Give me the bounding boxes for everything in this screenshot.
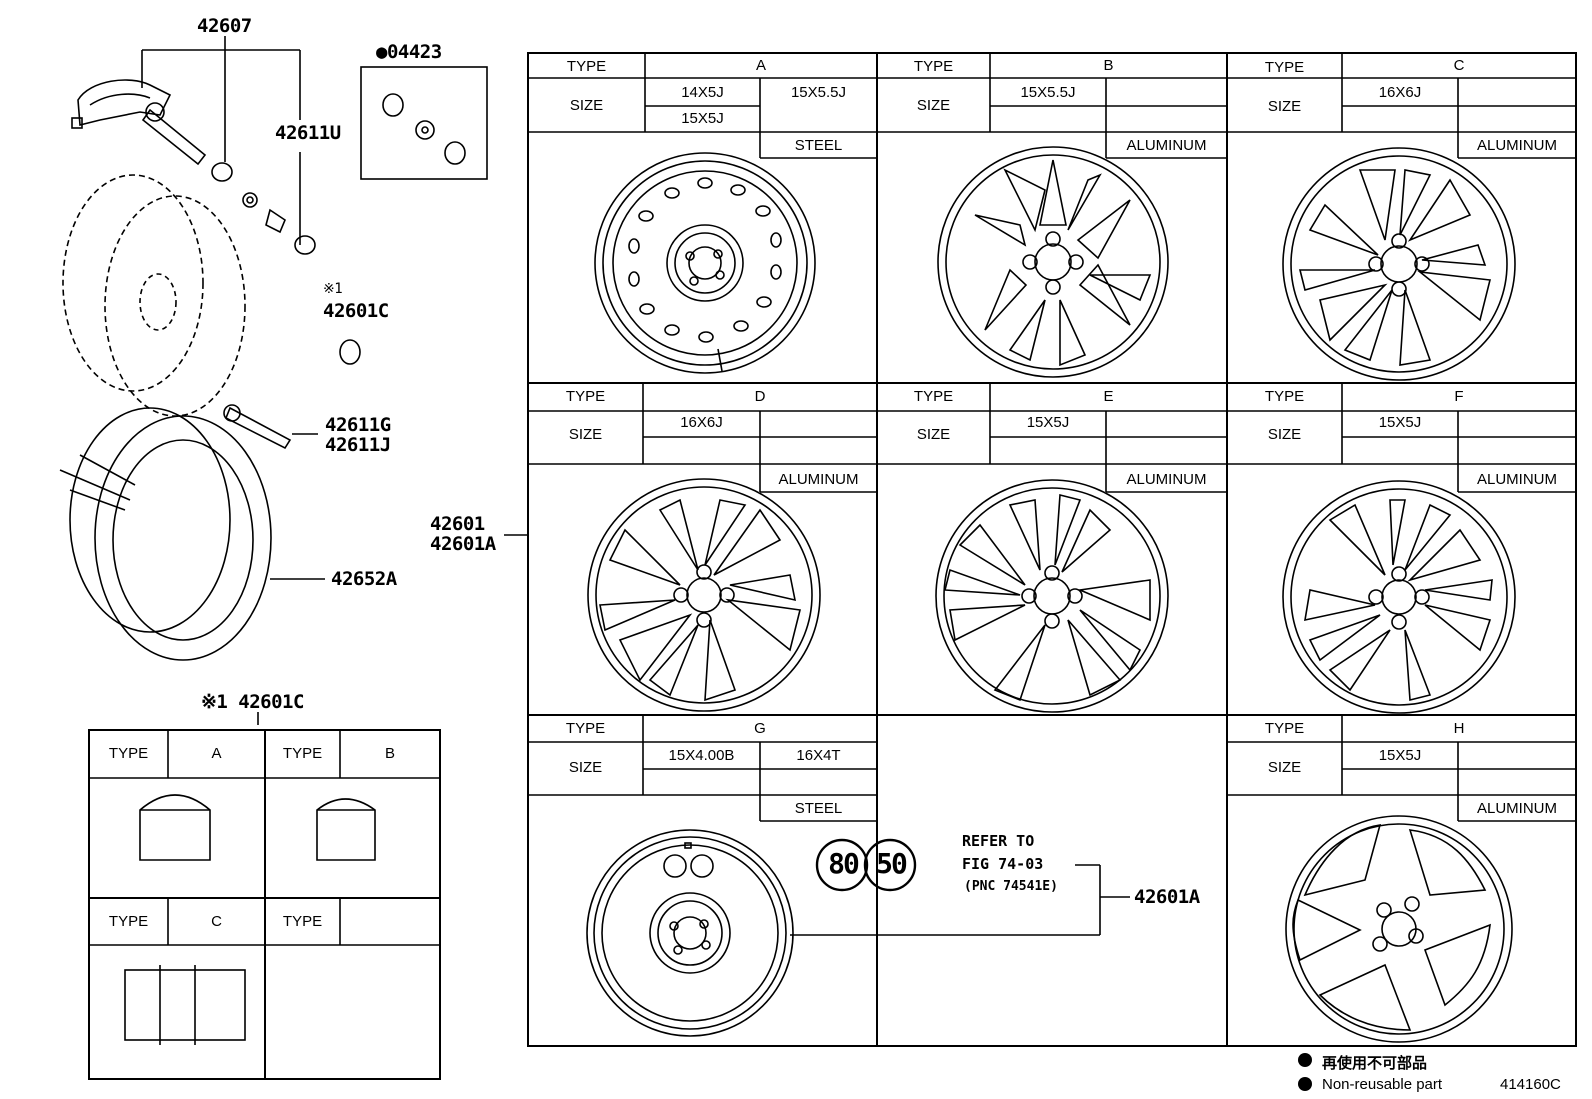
wheel-c-material: ALUMINUM bbox=[1476, 137, 1557, 154]
valve-parts-drawing bbox=[211, 162, 316, 255]
wheel-a-type: A bbox=[755, 57, 766, 74]
wheel-b-type-label: TYPE bbox=[913, 58, 954, 75]
wheel-g-material: STEEL bbox=[794, 800, 843, 817]
wheel-e-drawing bbox=[935, 479, 1169, 713]
nut-table-title: ※1 42601C bbox=[201, 691, 304, 713]
nut-b-type-label: TYPE bbox=[282, 745, 323, 762]
nut-a-type: A bbox=[211, 745, 222, 762]
part-label-wheel-2: 42601A bbox=[430, 533, 496, 555]
nut-c-type-label: TYPE bbox=[108, 913, 149, 930]
wheel-a-material: STEEL bbox=[794, 137, 843, 154]
wheel-b-size-1: 15X5.5J bbox=[1020, 84, 1076, 101]
tpms-sensor-drawing bbox=[71, 79, 207, 166]
part-label-wheel-1: 42601 bbox=[430, 513, 485, 535]
wheel-e-type: E bbox=[1103, 388, 1114, 405]
refer-badge-50: 50 bbox=[876, 847, 908, 880]
refer-badge-80: 80 bbox=[828, 847, 860, 880]
wheel-d-size-label: SIZE bbox=[568, 426, 603, 443]
part-label-valve-g: 42611G bbox=[325, 414, 391, 436]
wheel-f-type: F bbox=[1454, 388, 1464, 405]
part-label-kit: ●04423 bbox=[376, 41, 442, 63]
wheel-c-drawing bbox=[1282, 147, 1516, 381]
wheel-a-type-label: TYPE bbox=[566, 58, 607, 75]
wheel-d-type: D bbox=[754, 388, 766, 405]
nut-a-type-label: TYPE bbox=[108, 745, 149, 762]
wheel-e-size-1: 15X5J bbox=[1026, 414, 1070, 431]
wheel-a-size-3: 15X5.5J bbox=[790, 84, 847, 101]
wheel-h-size-1: 15X5J bbox=[1378, 747, 1422, 764]
refer-line-1: REFER TO bbox=[962, 832, 1035, 850]
wheel-a-drawing bbox=[594, 152, 816, 374]
wheel-e-material: ALUMINUM bbox=[1126, 471, 1207, 488]
wheel-c-size-1: 16X6J bbox=[1378, 84, 1422, 101]
wheel-g-type: G bbox=[754, 720, 766, 737]
nut-table-grid bbox=[88, 729, 441, 1080]
legend-jp: 再使用不可部品 bbox=[1322, 1054, 1428, 1072]
wheel-a-size-1: 14X5J bbox=[681, 84, 724, 101]
wheel-h-material: ALUMINUM bbox=[1476, 800, 1557, 817]
lug-nut-drawings bbox=[124, 339, 376, 1045]
wheel-c-type: C bbox=[1453, 57, 1465, 74]
wheel-a-size-label: SIZE bbox=[569, 97, 604, 114]
wheel-g-size-label: SIZE bbox=[568, 759, 603, 776]
wheel-c-size-label: SIZE bbox=[1267, 98, 1302, 115]
wheel-f-type-label: TYPE bbox=[1264, 388, 1305, 405]
wheel-h-type-label: TYPE bbox=[1264, 720, 1305, 737]
wheel-h-drawing bbox=[1285, 815, 1513, 1043]
wheel-g-size-2: 16X4T bbox=[796, 747, 841, 764]
wheel-b-drawing bbox=[937, 146, 1169, 378]
wheel-g-type-label: TYPE bbox=[565, 720, 606, 737]
nut-d-type-label: TYPE bbox=[282, 913, 323, 930]
wheel-g-size-1: 15X4.00B bbox=[668, 747, 735, 764]
part-label-sensor: 42607 bbox=[197, 15, 252, 37]
part-label-nut: 42601C bbox=[323, 300, 389, 322]
tire-drawing bbox=[59, 174, 272, 661]
legend-en: Non-reusable part bbox=[1322, 1076, 1443, 1093]
part-label-tire: 42652A bbox=[331, 568, 397, 590]
wheel-e-size-label: SIZE bbox=[916, 426, 951, 443]
legend-code: 414160C bbox=[1500, 1076, 1561, 1093]
part-label-valve-j: 42611J bbox=[325, 434, 391, 456]
wheel-g-drawing bbox=[586, 829, 794, 1037]
wheel-b-size-label: SIZE bbox=[916, 97, 951, 114]
part-label-refer-target: 42601A bbox=[1134, 886, 1200, 908]
refer-line-2[interactable]: FIG 74-03 bbox=[962, 855, 1044, 873]
wheel-d-size-1: 16X6J bbox=[680, 414, 723, 431]
part-label-valve-core: 42611U bbox=[275, 122, 341, 144]
part-note-1: ※1 bbox=[323, 281, 343, 297]
wheel-d-material: ALUMINUM bbox=[778, 471, 859, 488]
wheel-d-drawing bbox=[587, 478, 821, 712]
wheel-h-type: H bbox=[1453, 720, 1465, 737]
wheel-h-size-label: SIZE bbox=[1267, 759, 1302, 776]
wheel-f-size-1: 15X5J bbox=[1378, 414, 1422, 431]
legend-bullet-jp bbox=[1298, 1053, 1312, 1067]
wheel-f-size-label: SIZE bbox=[1267, 426, 1302, 443]
wheel-b-type: B bbox=[1103, 57, 1114, 74]
wheel-b-material: ALUMINUM bbox=[1126, 137, 1207, 154]
kit-box-drawing bbox=[360, 66, 488, 180]
wheel-f-drawing bbox=[1282, 480, 1516, 714]
wheel-a-size-2: 15X5J bbox=[681, 110, 724, 127]
leader-lines bbox=[141, 36, 1130, 936]
wheel-e-type-label: TYPE bbox=[913, 388, 954, 405]
wheel-f-material: ALUMINUM bbox=[1476, 471, 1557, 488]
wheel-d-type-label: TYPE bbox=[565, 388, 606, 405]
legend-bullet-en bbox=[1298, 1077, 1312, 1091]
refer-line-3: (PNC 74541E) bbox=[964, 879, 1058, 894]
refer-badges bbox=[815, 838, 917, 892]
wheel-c-type-label: TYPE bbox=[1264, 59, 1305, 76]
nut-c-type: C bbox=[211, 913, 222, 930]
wheel-table-grid bbox=[527, 52, 1577, 1047]
nut-b-type: B bbox=[384, 745, 395, 762]
